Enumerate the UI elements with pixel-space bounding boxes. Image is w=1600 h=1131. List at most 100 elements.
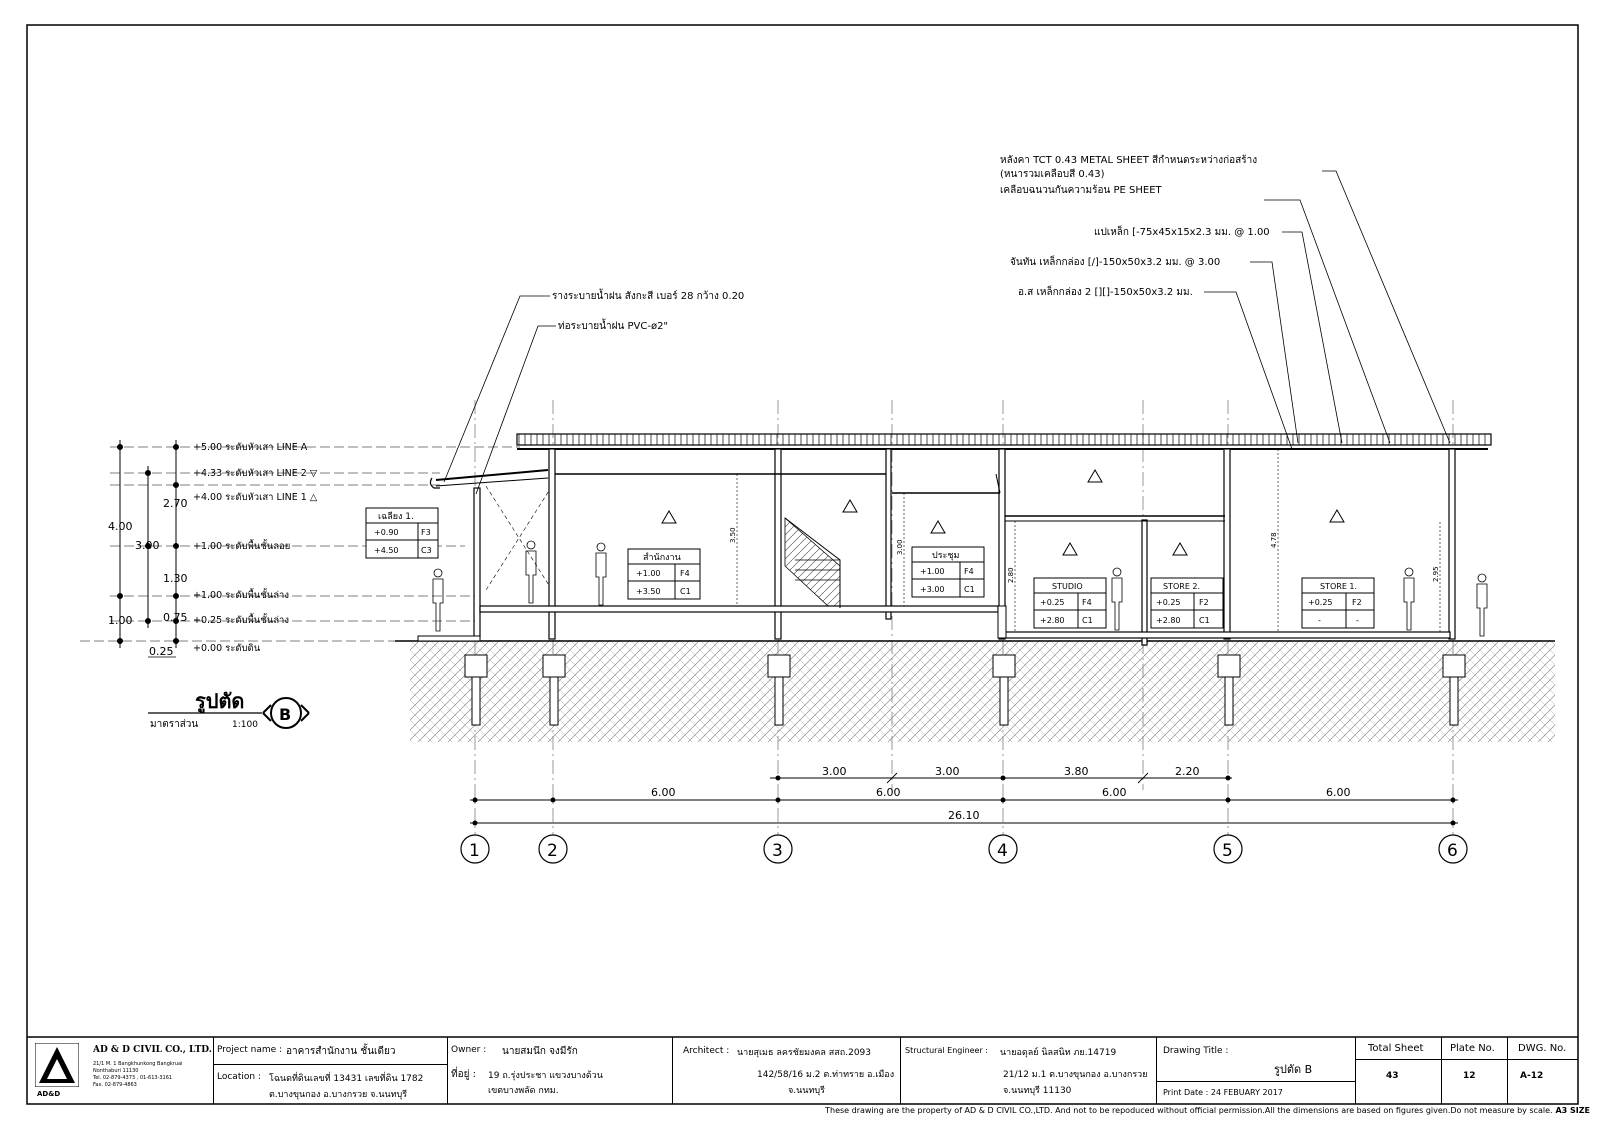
level-label-1: +5.00 ระดับหัวเสา LINE A [193, 442, 308, 453]
grid-label-1: 1 [469, 841, 480, 861]
roof-note-rafter: จันทัน เหล็กกล่อง [/]-150x50x3.2 มม. @ 3… [1010, 254, 1220, 268]
room-tag-studio: STUDIO +0.25 F4 +2.80 C1 [1033, 577, 1107, 629]
architect-name: นายสุเมธ ลครชัยมงคล สสถ.2093 [737, 1048, 872, 1058]
architect-address-1: 142/58/16 ม.2 ต.ท่าทราย อ.เมือง [757, 1070, 895, 1080]
svg-text:-: - [1318, 616, 1321, 625]
vdim-3: 2.80 [1007, 567, 1015, 583]
dim-mid-1: 6.00 [651, 786, 676, 799]
location-line-1: โฉนดที่ดินเลขที่ 13431 เลขที่ดิน 1782 [269, 1074, 424, 1084]
vdim-2: 3.00 [896, 539, 904, 555]
roof-leaders [1204, 170, 1451, 450]
svg-text:STORE 1.: STORE 1. [1320, 582, 1357, 591]
svg-text:F2: F2 [1352, 598, 1362, 607]
company-fax: Fax. 02-879-4863 [93, 1082, 137, 1088]
roof-note-line1: หลังคา TCT 0.43 METAL SHEET สีกำหนดระหว่… [1000, 154, 1257, 166]
svg-text:+3.50: +3.50 [636, 587, 661, 596]
svg-text:C1: C1 [1199, 616, 1210, 625]
level-dim-0-25: 0.25 [149, 645, 174, 658]
roof-note-line3: เคลือบฉนวนกันความร้อน PE SHEET [1000, 184, 1163, 196]
floor-slabs [417, 473, 1451, 642]
dim-total: 26.10 [948, 809, 980, 822]
logo-text: AD&D [37, 1090, 61, 1098]
drawing-title-cell: Drawing Title : รูปตัด B Print Date : 24… [1157, 1037, 1356, 1104]
sheet-border [26, 24, 1579, 1105]
level-label-7: +0.00 ระดับดิน [193, 643, 261, 654]
plate-value: 12 [1463, 1071, 1476, 1081]
room-tag-store-1: STORE 1. +0.25 F2 - - [1301, 577, 1375, 629]
gutter-leaders [443, 295, 556, 495]
grid-label-5: 5 [1222, 841, 1233, 861]
footings [464, 654, 1466, 726]
company-tel: Tel. 02-879-4373 , 01-613-3161 [93, 1075, 173, 1081]
roof-note-column: อ.ส เหล็กกล่อง 2 [][]-150x50x3.2 มม. [1018, 284, 1193, 298]
company-logo [34, 1042, 80, 1088]
level-dim-1-00: 1.00 [108, 614, 133, 627]
level-label-2: +4.33 ระดับหัวเสา LINE 2 ▽ [193, 468, 318, 479]
svg-text:C3: C3 [421, 546, 432, 555]
total-sheet-value: 43 [1386, 1071, 1399, 1081]
footer-disclaimer: These drawing are the property of AD & D… [825, 1106, 1590, 1115]
svg-text:+0.25: +0.25 [1040, 598, 1065, 607]
human-figures [432, 540, 1488, 637]
architect-address-2: จ.นนทบุรี [788, 1086, 825, 1096]
svg-text:F4: F4 [680, 569, 690, 578]
svg-text:+4.50: +4.50 [374, 546, 399, 555]
svg-text:F4: F4 [1082, 598, 1092, 607]
svg-text:C1: C1 [680, 587, 691, 596]
dim-mid-2: 6.00 [876, 786, 901, 799]
project-cell: Project name : อาคารสำนักงาน ชั้นเดียว L… [214, 1037, 448, 1104]
level-dim-4-00: 4.00 [108, 520, 133, 533]
svg-text:F4: F4 [964, 567, 974, 576]
svg-text:-: - [1356, 616, 1359, 625]
stair [784, 517, 841, 608]
engineer-cell: Structural Engineer : นายอดุลย์ นิลสนิท … [901, 1037, 1157, 1104]
vdim-4: 4.78 [1270, 532, 1278, 548]
level-dim-1-30: 1.30 [163, 572, 188, 585]
grid-label-6: 6 [1447, 841, 1458, 861]
company-address-2: Nonthaburi 11130 [93, 1068, 139, 1074]
svg-text:+1.00: +1.00 [920, 567, 945, 576]
grid-bubbles [460, 834, 1468, 864]
soil-hatch [410, 640, 1555, 742]
engineer-address-2: จ.นนทบุรี 11130 [1003, 1086, 1072, 1096]
dimension-lines [470, 772, 1458, 826]
svg-text:+2.80: +2.80 [1156, 616, 1181, 625]
grid-label-2: 2 [547, 841, 558, 861]
room-tag-store-2: STORE 2. +0.25 F2 +2.80 C1 [1150, 577, 1224, 629]
gutter-note: รางระบายน้ำฝน สังกะสี เบอร์ 28 กว้าง 0.2… [552, 288, 744, 302]
roof-note-purlin: แปเหล็ก [-75x45x15x2.3 มม. @ 1.00 [1094, 224, 1270, 238]
svg-text:+0.25: +0.25 [1308, 598, 1333, 607]
section-title: รูปตัด [195, 689, 244, 715]
owner-address-2: เขตบางพลัด กทม. [488, 1086, 559, 1096]
vdim-5: 2.95 [1432, 566, 1440, 582]
level-dim-2-70: 2.70 [163, 497, 188, 510]
section-marker: B [279, 705, 291, 724]
dim-mid-4: 6.00 [1326, 786, 1351, 799]
dim-top-1: 3.00 [822, 765, 847, 778]
dwg-value: A-12 [1520, 1071, 1544, 1081]
dwg-cell: DWG. No. A-12 [1508, 1037, 1578, 1104]
level-label-3: +4.00 ระดับหัวเสา LINE 1 △ [193, 492, 318, 503]
engineer-address-1: 21/12 ม.1 ต.บางขุนกอง อ.บางกรวย [1003, 1070, 1148, 1080]
room-tag-meeting: ประชุม +1.00 F4 +3.00 C1 [911, 546, 985, 598]
drawing-title: รูปตัด B [1274, 1063, 1313, 1076]
location-line-2: ต.บางขุนกอง อ.บางกรวย จ.นนทบุรี [269, 1090, 408, 1100]
svg-text:STUDIO: STUDIO [1052, 582, 1083, 591]
company-name: AD & D CIVIL CO., LTD. [93, 1045, 212, 1055]
svg-text:+0.90: +0.90 [374, 528, 399, 537]
level-dim-3-00: 3.00 [135, 539, 160, 552]
vdim-1: 3.50 [729, 527, 737, 543]
owner-name: นายสมนึก จงมีรัก [502, 1046, 578, 1057]
svg-text:เฉลียง 1.: เฉลียง 1. [378, 511, 414, 522]
level-dim-0-75: 0.75 [163, 611, 188, 624]
scale-label: มาตราส่วน [150, 719, 198, 730]
level-label-5: +1.00 ระดับพื้นชั้นล่าง [193, 588, 289, 601]
columns [473, 448, 1456, 646]
company-address-1: 21/1 M. 1 Bangkhunkong Bangkruai [93, 1061, 183, 1067]
svg-text:+2.80: +2.80 [1040, 616, 1065, 625]
plate-cell: Plate No. 12 [1442, 1037, 1508, 1104]
company-cell: AD&D AD & D CIVIL CO., LTD. 21/1 M. 1 Ba… [27, 1037, 214, 1104]
pipe-note: ท่อระบายน้ำฝน PVC-ø2" [558, 318, 668, 332]
level-label-6: +0.25 ระดับพื้นชั้นล่าง [193, 613, 289, 626]
